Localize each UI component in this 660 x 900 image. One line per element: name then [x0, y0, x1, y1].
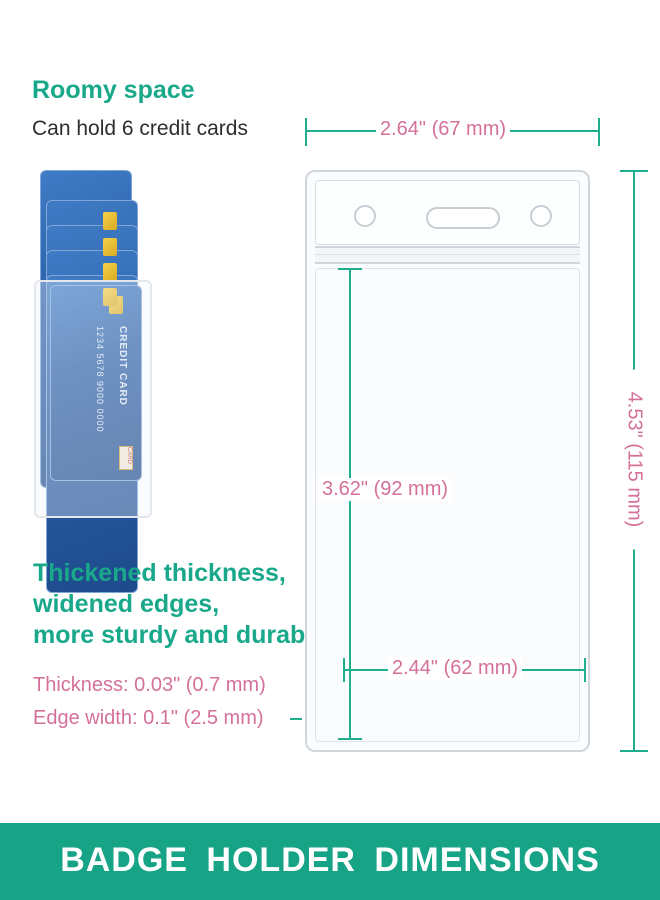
edge-width-pointer-line — [290, 718, 302, 720]
thickness-spec: Thickness: 0.03" (0.7 mm) — [33, 674, 266, 696]
inner-height-tick-bottom — [338, 738, 362, 740]
badge-holder — [305, 170, 590, 752]
credit-card-6: CREDIT CARD 1234 5678 9000 0000 CARD — [50, 285, 142, 481]
roomy-space-heading: Roomy space — [32, 76, 195, 104]
bottom-banner: BADGE HOLDER DIMENSIONS — [0, 823, 660, 900]
features-line-3: more sturdy and durable — [33, 621, 327, 649]
features-line-1: Thickened thickness, — [33, 559, 286, 587]
outer-width-tick-right — [598, 118, 600, 146]
features-heading: Thickened thickness, widened edges, more… — [33, 558, 326, 651]
lanyard-hole-icon — [354, 205, 376, 227]
roomy-space-subtitle: Can hold 6 credit cards — [32, 117, 248, 140]
zip-seal — [315, 246, 580, 264]
inner-width-tick-right — [584, 658, 586, 682]
outer-width-tick-left — [305, 118, 307, 146]
outer-height-tick-bottom — [620, 750, 648, 752]
outer-width-label: 2.64" (67 mm) — [376, 118, 511, 141]
features-line-2: widened edges, — [33, 590, 220, 618]
credit-cards-illustration: CREDIT CARD 1234 5678 9000 0000 CARD — [30, 170, 165, 593]
card-brand-text: CREDIT CARD — [117, 326, 128, 406]
card-chip-icon — [103, 212, 117, 230]
banner-title: BADGE HOLDER DIMENSIONS — [60, 841, 600, 879]
card-chip-icon — [103, 288, 117, 306]
card-number-text: 1234 5678 9000 0000 — [95, 326, 105, 433]
holder-pocket — [315, 268, 580, 742]
lanyard-hole-icon — [530, 205, 552, 227]
inner-height-line — [349, 269, 351, 739]
card-chip-icon — [103, 238, 117, 256]
outer-height-label: 4.53" (115 mm) — [622, 369, 646, 550]
holder-top-flap — [315, 180, 580, 245]
inner-width-label: 2.44" (62 mm) — [388, 657, 523, 680]
card-badge: CARD — [119, 446, 133, 470]
card-chip-icon — [103, 263, 117, 281]
inner-height-label: 3.62" (92 mm) — [318, 478, 453, 501]
clip-slot-icon — [426, 207, 500, 229]
clear-sleeve — [34, 280, 152, 518]
edge-width-spec: Edge width: 0.1" (2.5 mm) — [33, 707, 264, 729]
